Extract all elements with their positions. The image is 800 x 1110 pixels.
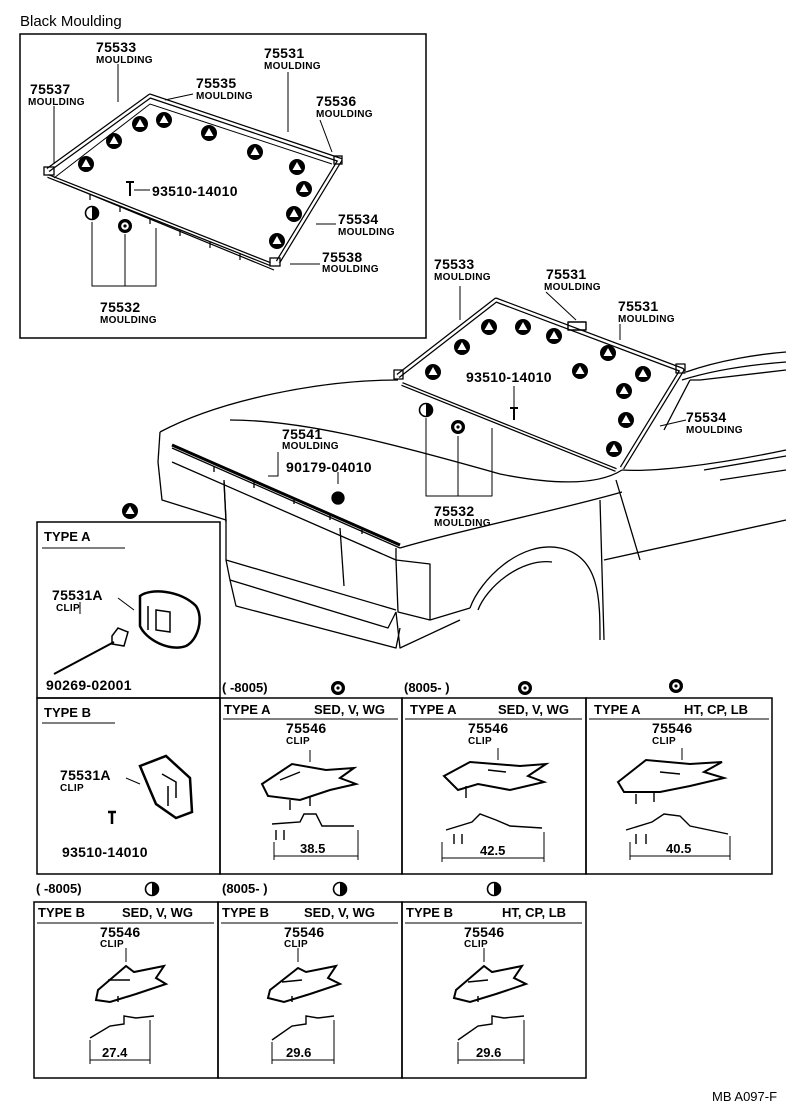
inset-75534-no: 75534 xyxy=(338,211,379,227)
car-body-drawing xyxy=(157,286,787,649)
round-clip-icon xyxy=(518,681,532,695)
row1-1-name: CLIP xyxy=(286,736,310,747)
row2-2-name: CLIP xyxy=(284,939,308,950)
main-75531-no-2: 75531 xyxy=(618,298,659,314)
row1-3-type: TYPE A xyxy=(594,702,641,717)
main-75534-name: MOULDING xyxy=(686,425,743,436)
inset-75533-name: MOULDING xyxy=(96,55,153,66)
row2-1-no: 75546 xyxy=(100,924,141,940)
row2-2-no: 75546 xyxy=(284,924,325,940)
inset-75537-no: 75537 xyxy=(30,81,71,97)
round-clip-icon xyxy=(118,219,132,233)
main-75532-no: 75532 xyxy=(434,503,475,519)
diagram-title: Black Moulding xyxy=(20,13,122,30)
row2-2-dim: 29.6 xyxy=(286,1045,312,1060)
footer-code: MB A097-F xyxy=(712,1089,778,1104)
row1-2-dim: 42.5 xyxy=(480,843,506,858)
type-b-screw-no: 93510-14010 xyxy=(62,844,148,860)
row1-caption-1: ( -8005) xyxy=(222,680,268,695)
half-circle-icon xyxy=(84,205,100,221)
row2-caption-1: ( -8005) xyxy=(36,881,82,896)
row1-2-type: TYPE A xyxy=(410,702,457,717)
row2-3-name: CLIP xyxy=(464,939,488,950)
row2-2-type: TYPE B xyxy=(222,905,269,920)
main-75533-name: MOULDING xyxy=(434,272,491,283)
row1-3-name: CLIP xyxy=(652,736,676,747)
row2-1-type: TYPE B xyxy=(38,905,85,920)
row2-1-name: CLIP xyxy=(100,939,124,950)
row1-1-dim: 38.5 xyxy=(300,841,326,856)
type-a-clip-no: 75531A xyxy=(52,587,103,603)
inset-75532-name: MOULDING xyxy=(100,315,157,326)
main-screw-no: 93510-14010 xyxy=(466,369,552,385)
main-75534-no: 75534 xyxy=(686,409,727,425)
row1-3-no: 75546 xyxy=(652,720,693,736)
main-75531-name-1: MOULDING xyxy=(544,282,601,293)
row2-2-models: SED, V, WG xyxy=(304,905,376,920)
inset-75533-no: 75533 xyxy=(96,39,137,55)
row1-2-name: CLIP xyxy=(468,736,492,747)
row1-clip-drawings xyxy=(260,748,731,862)
type-b-clip-name: CLIP xyxy=(60,783,84,794)
row2-clip-drawings xyxy=(89,948,529,1064)
type-a-clip-drawing xyxy=(53,590,201,675)
main-75541-no: 75541 xyxy=(282,426,323,442)
row1-3-models: HT, CP, LB xyxy=(684,702,749,717)
main-75531-name-2: MOULDING xyxy=(618,314,675,325)
row2-3-models: HT, CP, LB xyxy=(502,905,567,920)
round-clip-icon xyxy=(669,679,683,693)
type-a-clip-name: CLIP xyxy=(56,603,80,614)
main-triangle-marks xyxy=(122,319,651,519)
inset-75535-no: 75535 xyxy=(196,75,237,91)
row1-2-no: 75546 xyxy=(468,720,509,736)
inset-75531-name: MOULDING xyxy=(264,61,321,72)
inset-75531-no: 75531 xyxy=(264,45,305,61)
main-nut-no: 90179-04010 xyxy=(286,459,372,475)
inset-75536-no: 75536 xyxy=(316,93,357,109)
row1-1-no: 75546 xyxy=(286,720,327,736)
half-circle-icon xyxy=(418,402,434,418)
row2-3-dim: 29.6 xyxy=(476,1045,502,1060)
inset-75536-name: MOULDING xyxy=(316,109,373,120)
row2-3-type: TYPE B xyxy=(406,905,453,920)
main-75532-name: MOULDING xyxy=(434,518,491,529)
round-clip-icon xyxy=(331,681,345,695)
row1-1-type: TYPE A xyxy=(224,702,271,717)
row2-3-no: 75546 xyxy=(464,924,505,940)
main-75533-no: 75533 xyxy=(434,256,475,272)
half-circle-icon xyxy=(486,881,502,897)
row1-caption-2: (8005- ) xyxy=(404,680,450,695)
row1-3-dim: 40.5 xyxy=(666,841,692,856)
inset-75532-no: 75532 xyxy=(100,299,141,315)
type-boxes-frames xyxy=(33,521,773,1079)
row2-1-models: SED, V, WG xyxy=(122,905,194,920)
type-b-clip-drawing xyxy=(108,754,194,824)
inset-75538-no: 75538 xyxy=(322,249,363,265)
inset-75538-name: MOULDING xyxy=(322,264,379,275)
type-a-pin-no: 90269-02001 xyxy=(46,677,132,693)
main-75531-no-1: 75531 xyxy=(546,266,587,282)
inset-75534-name: MOULDING xyxy=(338,227,395,238)
round-clip-icon xyxy=(451,420,465,434)
half-circle-icon xyxy=(144,881,160,897)
inset-screw-no: 93510-14010 xyxy=(152,183,238,199)
row2-1-dim: 27.4 xyxy=(102,1045,128,1060)
inset-75535-name: MOULDING xyxy=(196,91,253,102)
main-75541-name: MOULDING xyxy=(282,441,339,452)
type-b-header: TYPE B xyxy=(44,705,91,720)
row1-1-models: SED, V, WG xyxy=(314,702,386,717)
row1-2-models: SED, V, WG xyxy=(498,702,570,717)
inset-75537-name: MOULDING xyxy=(28,97,85,108)
inset-box xyxy=(19,33,427,339)
type-a-header: TYPE A xyxy=(44,529,91,544)
type-b-clip-no: 75531A xyxy=(60,767,111,783)
half-circle-icon xyxy=(332,881,348,897)
row2-caption-2: (8005- ) xyxy=(222,881,268,896)
